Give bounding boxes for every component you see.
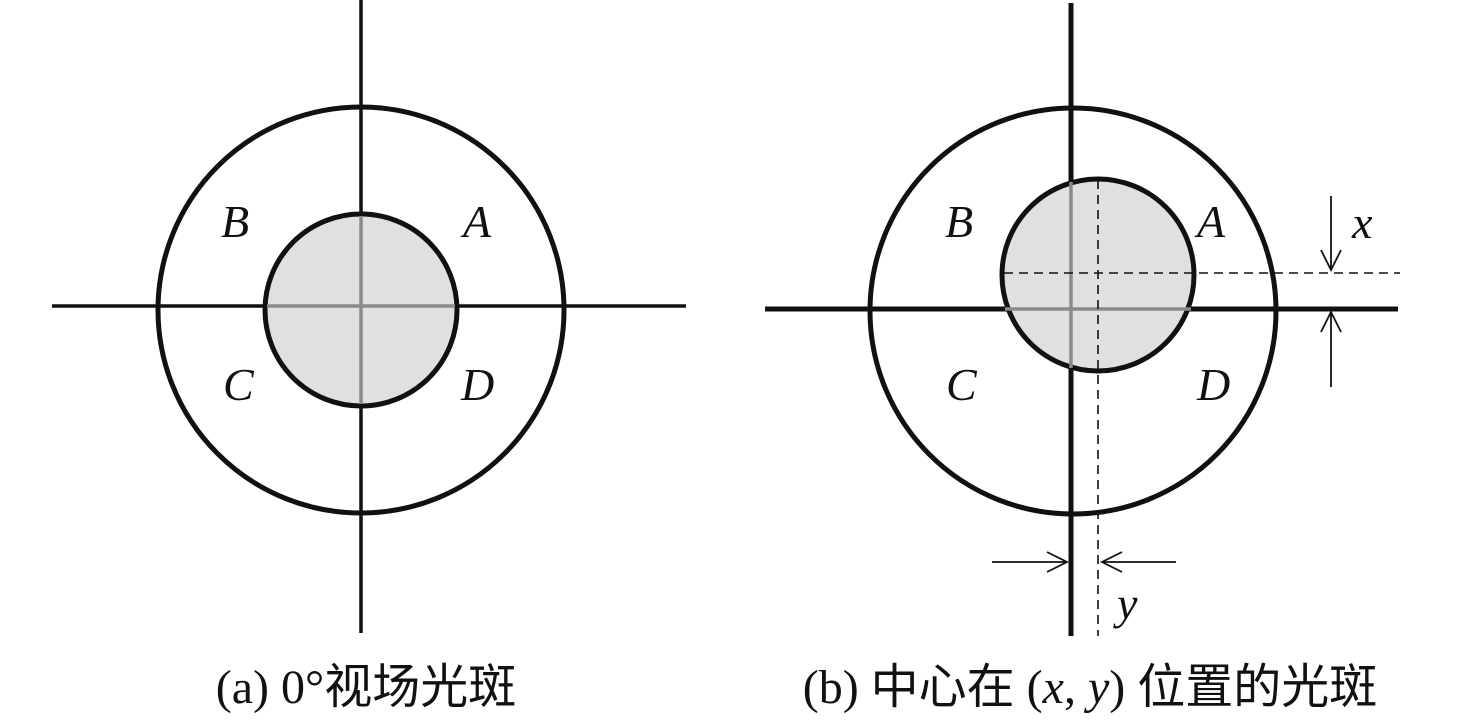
panel-b-label-a: A [1194, 196, 1226, 247]
panel-a-label-a: A [460, 196, 492, 247]
panel-b-x-offset-label: x [1351, 197, 1373, 248]
panel-b-label-d: D [1196, 359, 1230, 410]
panel-b-detector-circle [867, 105, 1279, 517]
panel-b-y-offset-label: y [1113, 578, 1138, 629]
panel-b-y-offset-dimension [992, 551, 1176, 573]
panel-b-caption-x: x [1042, 661, 1064, 714]
panel-b-x-offset-dimension [1320, 196, 1342, 387]
panel-b-caption-pre: (b) 中心在 ( [803, 661, 1043, 714]
panel-a-detector-circle [155, 104, 567, 516]
panel-b-caption-y: y [1083, 661, 1110, 714]
panel-a-label-c: C [223, 359, 255, 410]
panel-b: x y B A C D (b) 中心在 (x, y) 位置的光斑 [765, 3, 1400, 714]
panel-b-caption-post: ) 位置的光斑 [1109, 661, 1377, 714]
panel-a-caption: (a) 0°视场光斑 [216, 661, 516, 714]
panel-a-label-b: B [221, 196, 249, 247]
panel-b-caption-mid: , [1064, 661, 1088, 714]
panel-b-label-c: C [946, 359, 978, 410]
panel-a: B A C D (a) 0°视场光斑 [52, 0, 686, 714]
panel-b-label-b: B [945, 196, 973, 247]
panel-a-label-d: D [460, 359, 494, 410]
panel-b-caption: (b) 中心在 (x, y) 位置的光斑 [803, 661, 1378, 714]
